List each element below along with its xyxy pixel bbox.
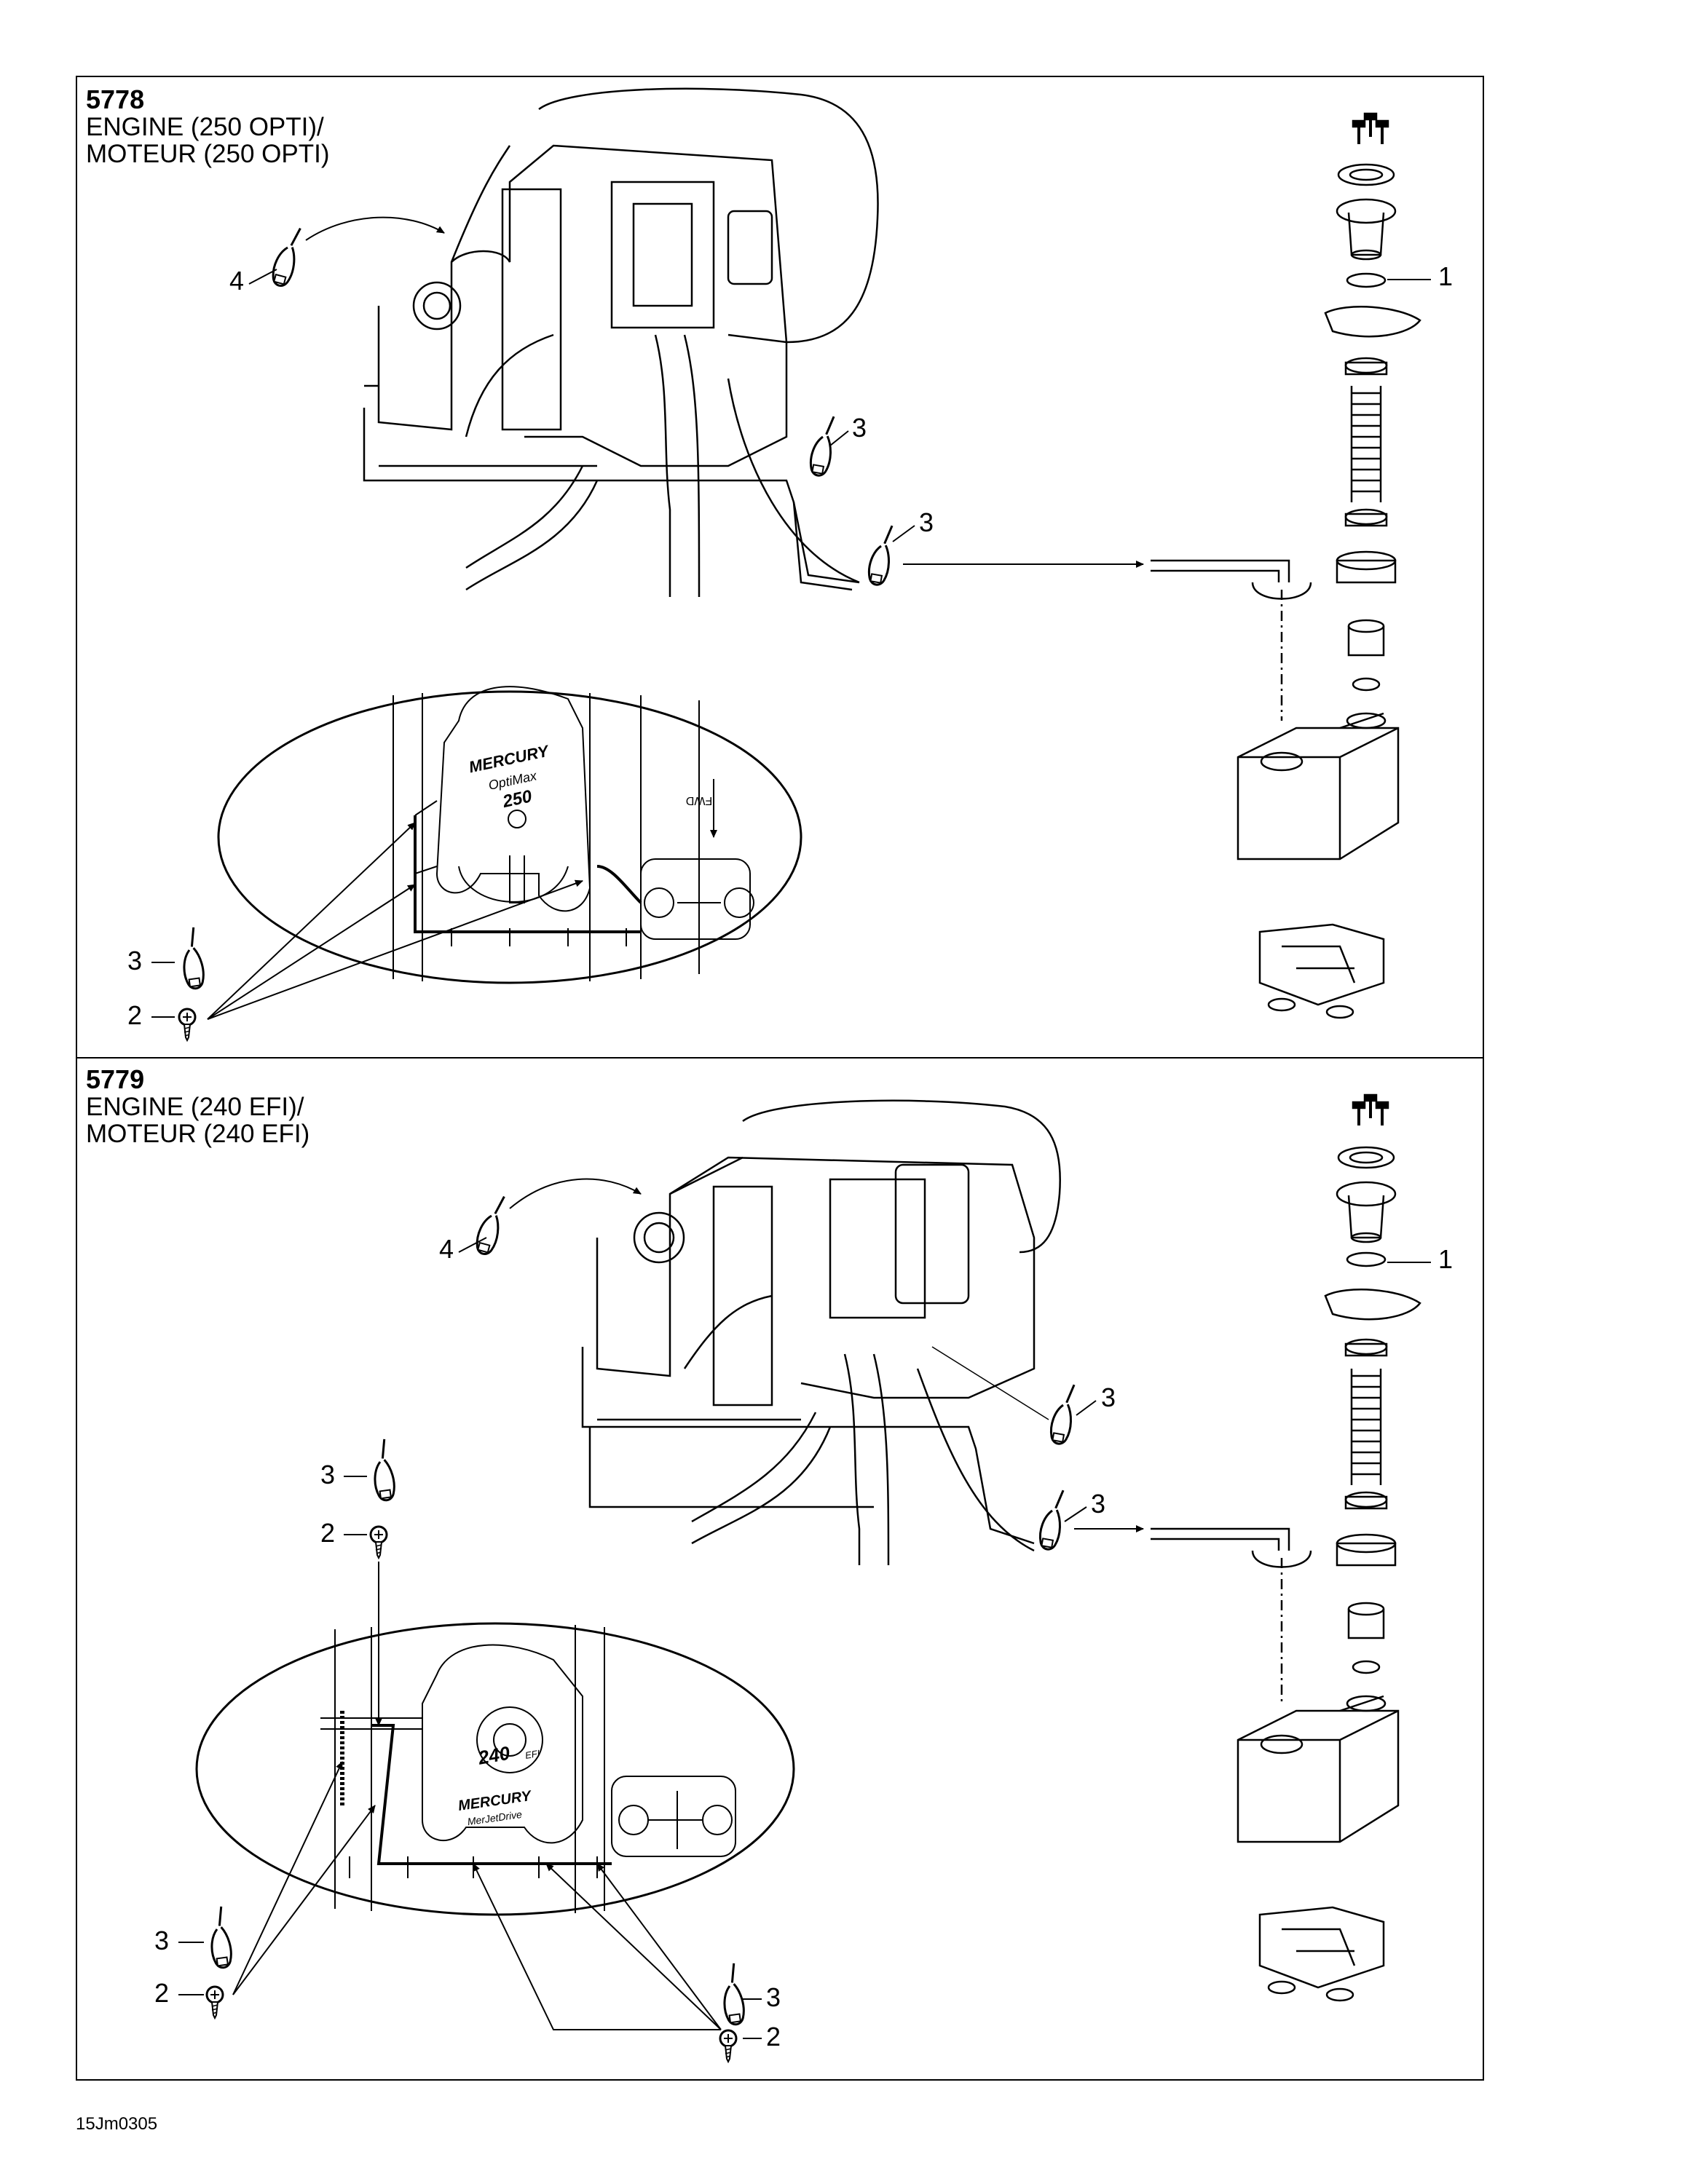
bellows-hose-b: [1350, 1369, 1382, 1485]
panel-code: 5779: [86, 1064, 145, 1094]
callout-3: 3: [1091, 1489, 1105, 1519]
footer-code: 15Jm0305: [76, 2114, 158, 2134]
top-view-inset-b: 240 EFI MERCURY MerJetDrive: [195, 1622, 795, 1916]
engine-badge-suffix: EFI: [524, 1748, 541, 1761]
panel-5778-header: 5778 ENGINE (250 OPTI)/ MOTEUR (250 OPTI…: [86, 84, 330, 168]
panel-title-line2: MOTEUR (240 EFI): [86, 1120, 310, 1148]
callout-3: 3: [1101, 1382, 1116, 1412]
panel-title-line1: ENGINE (240 EFI)/: [86, 1093, 304, 1121]
filler-assembly-b: [1151, 1093, 1421, 2002]
callout-2: 2: [320, 1518, 335, 1548]
callout-3: 3: [766, 1982, 781, 2012]
bellows-hose-a: [1350, 386, 1382, 502]
filler-assembly-a: [1151, 112, 1421, 1019]
panel-title-line1: ENGINE (250 OPTI)/: [86, 113, 324, 141]
panel-divider: [76, 1057, 1484, 1059]
callout-3: 3: [154, 1926, 169, 1955]
callout-2: 2: [154, 1978, 169, 2008]
top-view-inset-a: MERCURY OptiMax 250 FWD: [217, 686, 802, 984]
callout-4: 4: [439, 1234, 454, 1264]
callout-2: 2: [766, 2022, 781, 2052]
callout-1: 1: [1438, 1244, 1453, 1274]
panel-5779-header: 5779 ENGINE (240 EFI)/ MOTEUR (240 EFI): [86, 1064, 310, 1148]
callout-3: 3: [127, 946, 142, 976]
panel-title-line2: MOTEUR (250 OPTI): [86, 140, 330, 168]
fwd-label: FWD: [686, 794, 712, 807]
callout-2: 2: [127, 1000, 142, 1030]
callout-1: 1: [1438, 261, 1453, 291]
engine-240-efi-drawing: [581, 1099, 1061, 1566]
diagram-frame: [76, 76, 1484, 2081]
callout-4: 4: [229, 266, 244, 296]
callout-3: 3: [919, 507, 934, 537]
callout-3: 3: [320, 1460, 335, 1489]
engine-250-opti-drawing: [363, 87, 879, 598]
callout-3: 3: [852, 413, 867, 443]
panel-code: 5778: [86, 84, 145, 114]
